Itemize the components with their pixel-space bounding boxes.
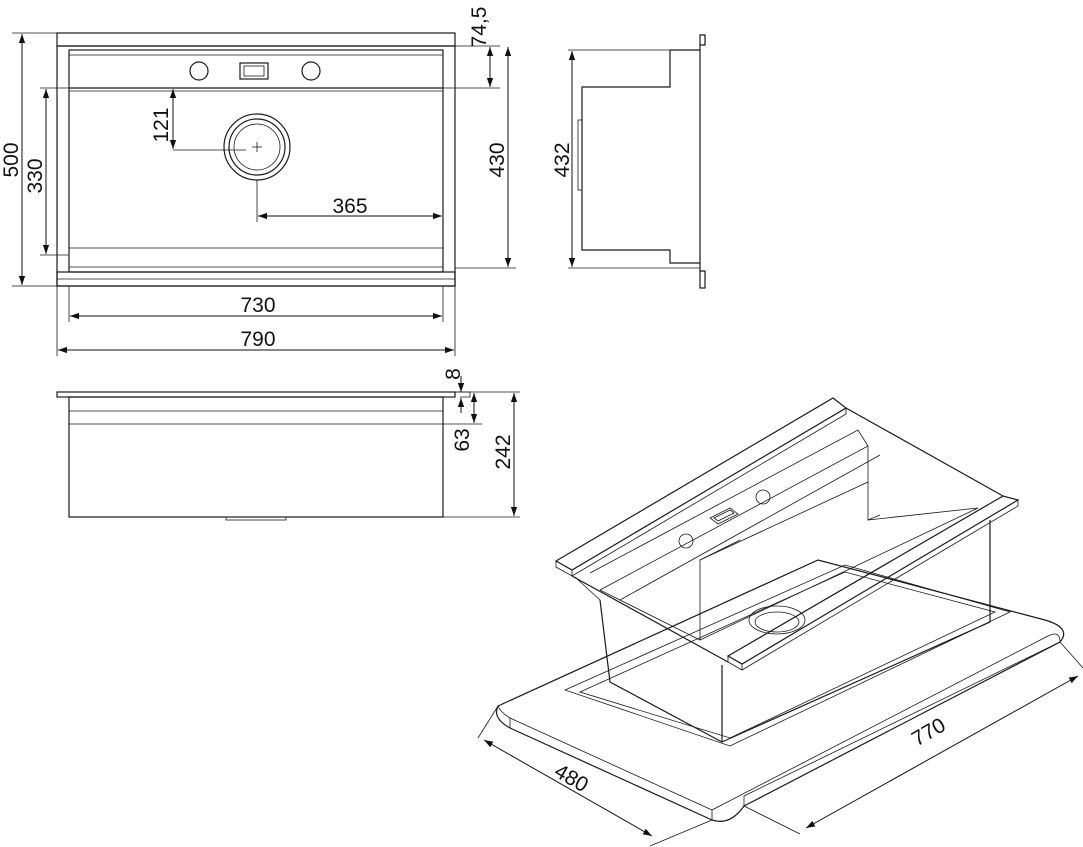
sink-rim-front [726, 495, 1020, 665]
drain-outlet [225, 516, 287, 521]
iso-overflow-icon [709, 507, 739, 525]
front-rim-profile [56, 391, 456, 398]
front-view [56, 391, 471, 521]
side-view: 432 [551, 34, 706, 289]
dim-242: 242 [492, 434, 515, 469]
top-rim-back [56, 32, 456, 47]
dim-430: 430 [486, 142, 509, 177]
dim-500: 500 [0, 142, 23, 177]
top-view [56, 32, 456, 287]
top-outer-outline [56, 45, 456, 287]
dim-432: 432 [551, 142, 574, 177]
dim-790: 790 [240, 328, 275, 351]
top-view-dimensions: 500 330 121 365 74,5 430 730 790 [0, 7, 516, 356]
isometric-dimensions: 480 770 [477, 641, 1083, 847]
iso-tap-hole-right-icon [755, 489, 771, 505]
dim-74-5: 74,5 [468, 7, 491, 48]
overflow-icon [239, 62, 269, 80]
front-view-dimensions: 8 63 242 [442, 368, 520, 518]
dim-8: 8 [442, 368, 465, 380]
cutout [563, 564, 1012, 747]
iso-drain-icon [748, 605, 806, 635]
dim-480: 480 [550, 760, 592, 797]
dim-121: 121 [150, 107, 173, 142]
dim-330: 330 [24, 158, 47, 193]
dim-730: 730 [240, 294, 275, 317]
sink-rim-back [554, 397, 848, 571]
dim-63: 63 [451, 428, 474, 451]
countertop [495, 559, 1065, 822]
top-inner-outline [68, 49, 444, 273]
tap-hole-left-icon [189, 61, 209, 81]
side-profile [581, 34, 706, 289]
tap-hole-right-icon [301, 61, 321, 81]
dim-365: 365 [332, 195, 367, 218]
iso-tap-hole-left-icon [678, 533, 694, 549]
dim-770: 770 [908, 714, 950, 751]
front-body [68, 396, 444, 518]
isometric-view [495, 397, 1065, 822]
